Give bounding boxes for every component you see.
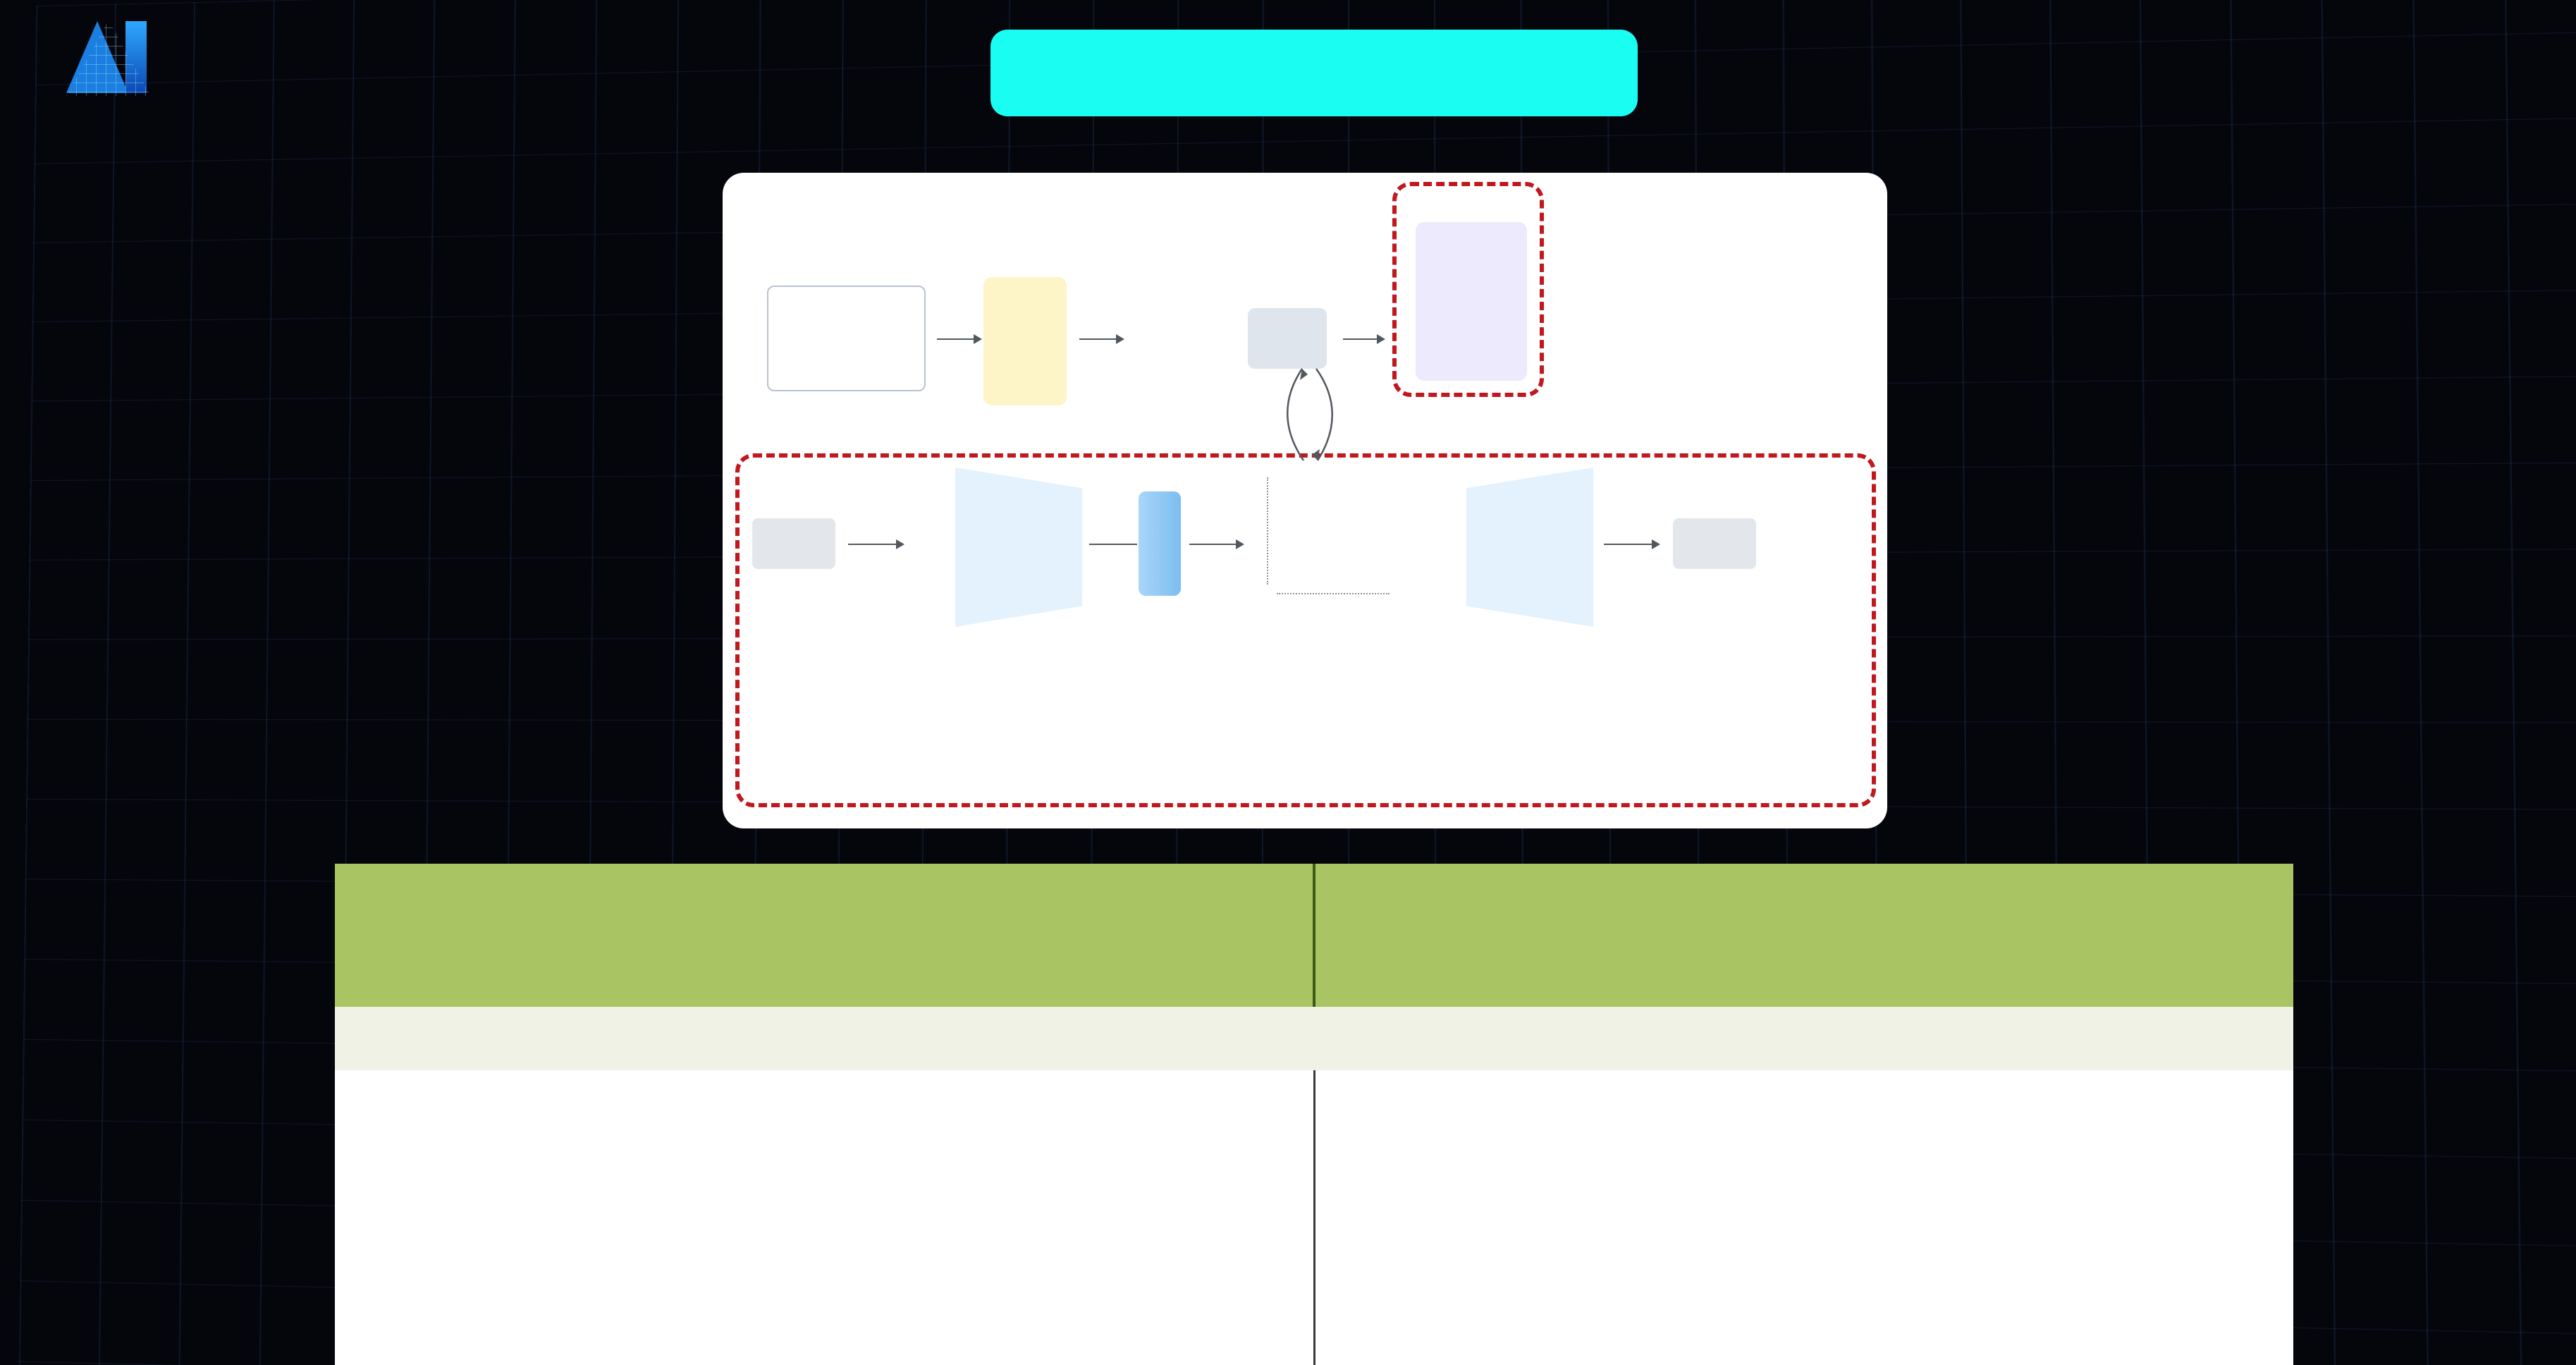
zalo-ai-challenge-logo: [65, 18, 171, 96]
rvq-block: [1139, 491, 1181, 596]
comparison-table: [335, 864, 2293, 1365]
timesteps-axis-line: [1277, 593, 1390, 594]
residual-codes-axis-line: [1267, 477, 1268, 584]
text-encoder-block: [983, 277, 1067, 405]
table-header-cell-berlin: [1315, 864, 2293, 1007]
encodec-dashed-region: [735, 453, 1876, 807]
page-title: [990, 30, 1638, 116]
wav-encoder-trapezoid: [955, 467, 1082, 627]
text-embedding-box: [1248, 308, 1327, 369]
wav-encoder-conv-blocks: [957, 467, 1081, 627]
arrow-input-to-encoder: [937, 334, 982, 344]
slide-header: [0, 0, 2576, 162]
line-encoder-to-rvq: [1089, 544, 1137, 545]
table-shared-row: [335, 1007, 2293, 1070]
zalo-ai-mark-icon: [66, 18, 151, 96]
arrow-rvq-to-tokens: [1189, 539, 1244, 549]
table-cell-berlin: [1315, 1070, 2294, 1365]
decoder-lm-block: [1416, 222, 1527, 381]
arrow-decoder-to-audio: [1604, 539, 1660, 549]
feedback-arrows-icon: [1287, 368, 1333, 461]
audio-output-waveform-icon: [1673, 518, 1756, 569]
table-header-cell-aqn: [335, 864, 1315, 1007]
token-decoder-conv-blocks: [1468, 467, 1593, 627]
table-body: [335, 1070, 2293, 1365]
architecture-diagram-card: [723, 173, 1887, 828]
prompt-text-box: [767, 286, 926, 391]
table-header-row: [335, 864, 2293, 1007]
token-decoder-trapezoid: [1466, 467, 1593, 627]
table-cell-aqn: [335, 1070, 1315, 1365]
arrow-embedding-to-decoder: [1343, 334, 1385, 344]
decoder-lm-dashed-region: [1392, 182, 1544, 397]
arrow-audio-to-encoder: [848, 539, 904, 549]
arrow-encoder-to-embedding: [1079, 334, 1124, 344]
audio-input-waveform-icon: [752, 518, 835, 569]
